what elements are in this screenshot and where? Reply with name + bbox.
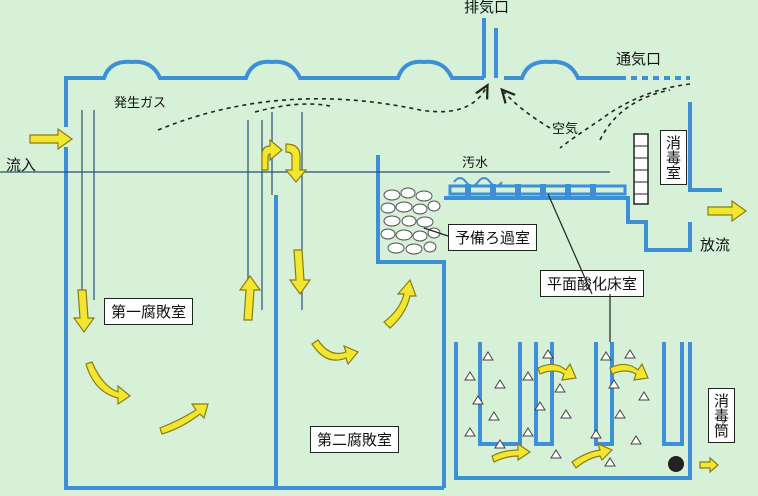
oxidation-top xyxy=(444,196,692,252)
tank-top-outline xyxy=(64,59,484,127)
outflow-label: 放流 xyxy=(700,236,731,254)
exhaust-label: 排気口 xyxy=(464,0,510,16)
inflow-arrow xyxy=(29,127,74,151)
sewage-distributor xyxy=(448,177,627,196)
disinfect-room-label: 消毒室 xyxy=(660,130,687,185)
air-label: 空気 xyxy=(552,122,579,137)
inflow-label: 流入 xyxy=(6,156,37,174)
oxidation-media xyxy=(464,349,650,467)
flow-arrows xyxy=(29,127,748,474)
outflow-arrow xyxy=(707,199,748,223)
sewage-label: 汚水 xyxy=(462,156,489,171)
vent-label: 通気口 xyxy=(616,50,662,68)
gas-air-paths xyxy=(157,84,691,149)
second-room-label: 第二腐敗室 xyxy=(310,426,400,453)
oxidation-box xyxy=(454,342,692,480)
left-outer-wall xyxy=(64,147,444,490)
prefilter-wall xyxy=(376,155,446,488)
disinfect-tube-label: 消毒筒 xyxy=(708,388,735,443)
gas-label: 発生ガス xyxy=(114,96,167,111)
tank-top-outline-right xyxy=(504,59,620,80)
prefilter-gravel xyxy=(380,187,441,255)
prefilter-label: 予備ろ過室 xyxy=(448,224,538,251)
small-outflow-arrow xyxy=(699,456,719,474)
disinfect-ball xyxy=(668,456,684,472)
outlet-pipe xyxy=(688,102,722,192)
oxidation-label: 平面酸化床室 xyxy=(540,270,645,297)
first-room-label: 第一腐敗室 xyxy=(104,298,194,325)
disinfect-column xyxy=(633,133,649,205)
